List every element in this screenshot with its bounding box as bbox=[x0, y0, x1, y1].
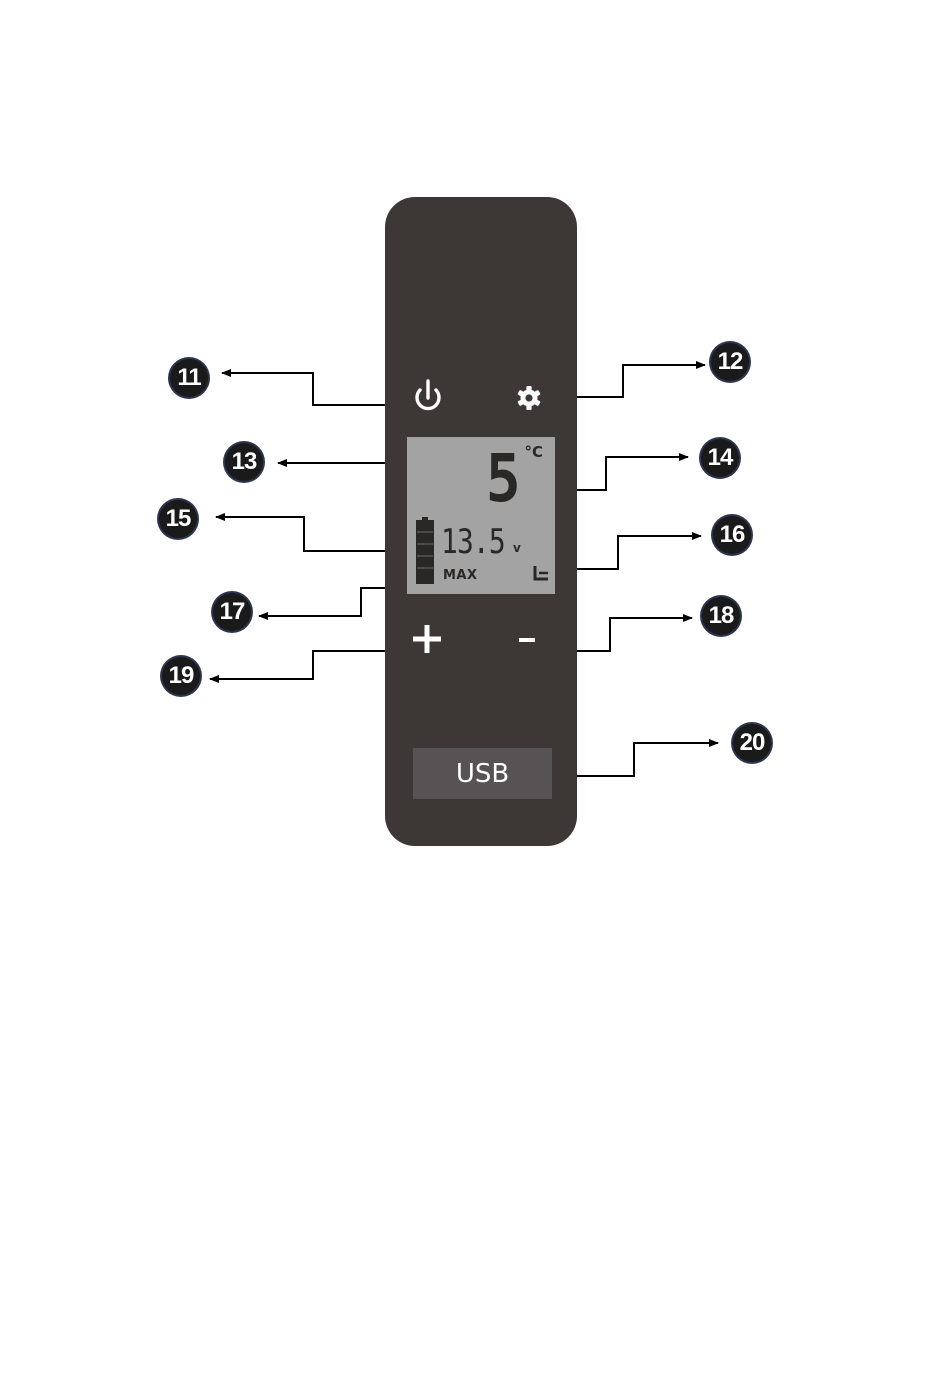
leader-line-20 bbox=[558, 743, 718, 776]
plus-icon bbox=[411, 622, 443, 656]
callout-20: 20 bbox=[733, 724, 771, 762]
callout-16: 16 bbox=[713, 516, 751, 554]
gear-icon bbox=[514, 383, 544, 413]
battery-icon bbox=[416, 517, 434, 584]
callout-18: 18 bbox=[702, 597, 740, 635]
power-button[interactable] bbox=[408, 378, 448, 418]
callout-11: 11 bbox=[170, 359, 208, 397]
callout-13: 13 bbox=[225, 443, 263, 481]
leader-line-19 bbox=[210, 651, 409, 679]
lcd-display: 5 °C 13.5 v MAX bbox=[407, 437, 555, 594]
mode-indicator-icon bbox=[533, 565, 549, 581]
voltage-readout: 13.5 bbox=[441, 521, 505, 563]
power-icon bbox=[408, 378, 448, 418]
usb-port[interactable]: USB bbox=[413, 748, 552, 799]
temperature-unit: °C bbox=[524, 443, 543, 461]
leader-line-11 bbox=[222, 373, 400, 405]
minus-button[interactable] bbox=[516, 630, 538, 650]
max-indicator: MAX bbox=[443, 568, 478, 583]
temperature-readout: 5 bbox=[486, 437, 521, 521]
callout-19: 19 bbox=[162, 657, 200, 695]
settings-button[interactable] bbox=[514, 383, 544, 413]
callout-15: 15 bbox=[159, 500, 197, 538]
callout-14: 14 bbox=[701, 439, 739, 477]
plus-button[interactable] bbox=[411, 622, 443, 656]
callout-17: 17 bbox=[213, 593, 251, 631]
leader-line-15 bbox=[216, 517, 390, 551]
callout-12: 12 bbox=[711, 343, 749, 381]
minus-icon bbox=[516, 630, 538, 650]
voltage-unit: v bbox=[513, 541, 521, 555]
